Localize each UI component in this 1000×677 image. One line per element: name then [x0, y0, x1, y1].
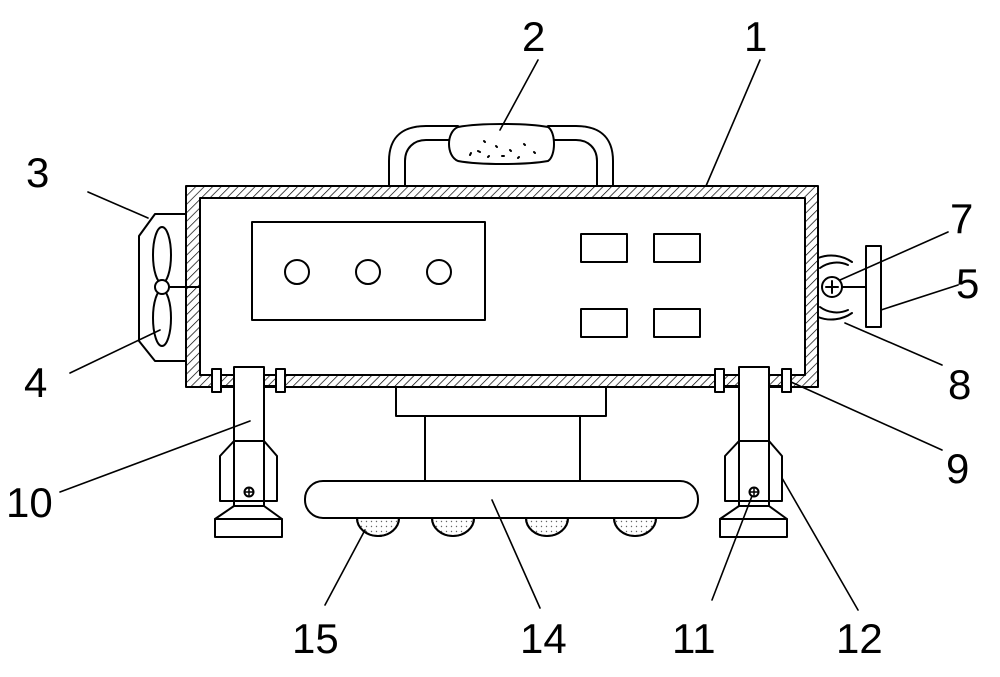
leader-4: [69, 329, 161, 374]
label-10: 10: [6, 479, 53, 526]
side-crank: [817, 245, 882, 328]
label-2: 2: [522, 13, 546, 60]
knob-left: [284, 259, 310, 285]
label-11: 11: [672, 615, 716, 662]
knob-right: [426, 259, 452, 285]
display-windows: [580, 233, 701, 338]
leader-lines: [59, 59, 959, 611]
control-panel: [251, 221, 486, 321]
leader-14: [491, 499, 541, 609]
leader-2: [499, 59, 539, 131]
leader-5: [880, 284, 959, 311]
label-12: 12: [836, 615, 883, 662]
carry-handle: [388, 123, 614, 187]
leader-7: [839, 231, 949, 281]
label-15: 15: [292, 615, 339, 662]
housing: [185, 185, 819, 388]
leader-1: [705, 59, 761, 187]
leader-8: [844, 322, 943, 366]
label-8: 8: [948, 361, 972, 408]
leader-10: [59, 420, 251, 493]
leader-3: [87, 191, 149, 219]
label-3: 3: [26, 149, 50, 196]
leader-12: [781, 477, 859, 611]
leader-9: [790, 381, 943, 451]
label-1: 1: [744, 13, 768, 60]
left-leg: [211, 366, 286, 538]
fan-assembly: [138, 213, 201, 362]
label-4: 4: [24, 359, 48, 406]
bottom-plate: [304, 480, 699, 537]
leader-15: [324, 529, 366, 606]
label-9: 9: [946, 445, 970, 492]
label-7: 7: [950, 195, 974, 242]
right-leg: [714, 366, 792, 538]
label-14: 14: [520, 615, 567, 662]
label-5: 5: [956, 260, 980, 307]
knob-middle: [355, 259, 381, 285]
leader-11: [711, 495, 753, 601]
center-column: [395, 386, 607, 482]
